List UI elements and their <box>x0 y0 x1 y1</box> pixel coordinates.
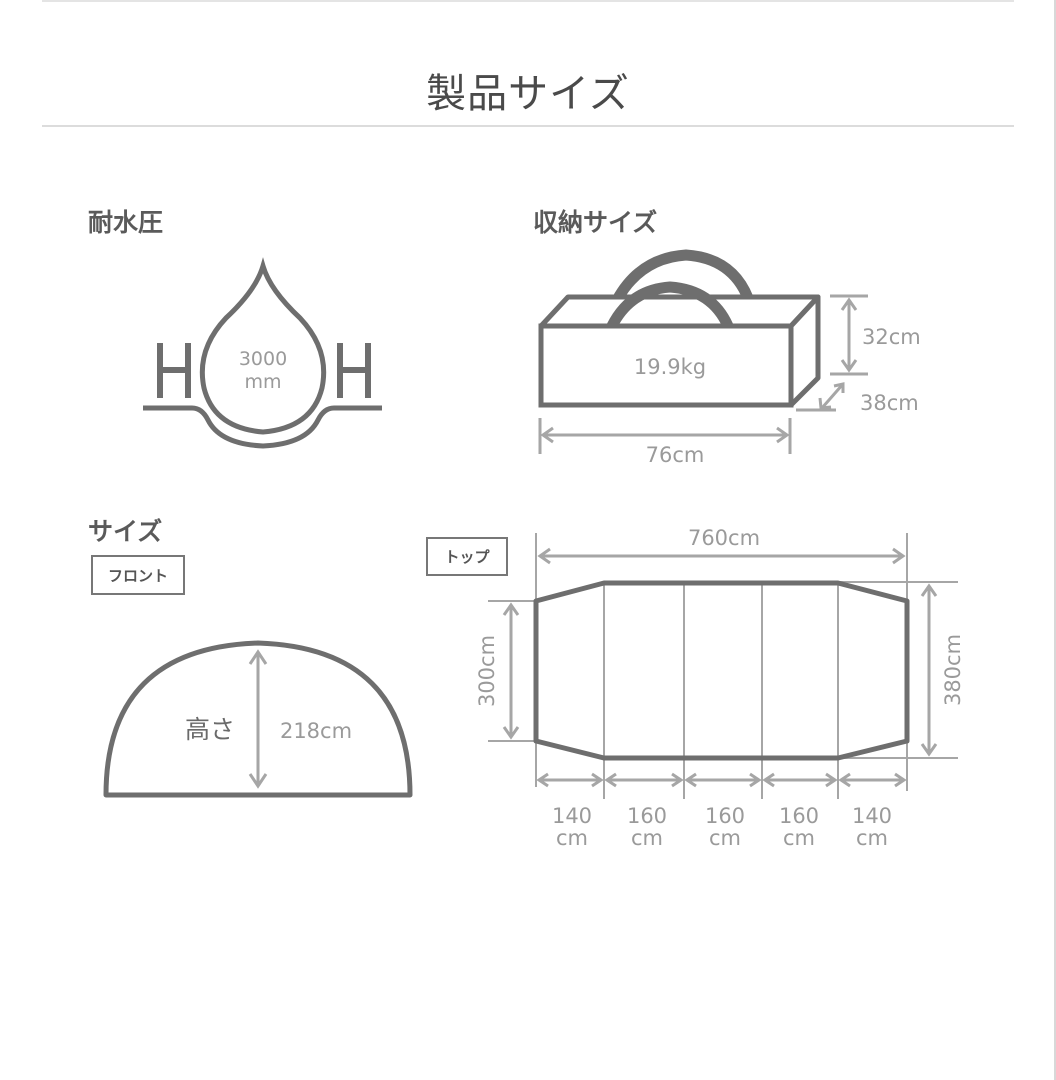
page-title: 製品サイズ <box>426 70 630 117</box>
front-height-value: 218cm <box>280 719 352 743</box>
segment-labels: 140 cm 160 cm 160 cm 160 cm 140 cm <box>552 804 892 850</box>
segment-unit: cm <box>856 826 888 850</box>
segment-unit: cm <box>783 826 815 850</box>
front-height-label: 高さ <box>185 715 235 744</box>
front-view-tag: フロント <box>91 555 185 595</box>
top-view-tag: トップ <box>426 537 508 576</box>
water-resistance-label: 耐水圧 <box>88 208 164 237</box>
segment-unit: cm <box>709 826 741 850</box>
segment-unit: cm <box>631 826 663 850</box>
segment-value: 160 <box>627 804 667 828</box>
h-glyph-right <box>337 343 371 398</box>
water-resistance-value: 3000 <box>239 348 287 370</box>
top-divider <box>42 0 1014 2</box>
segment-value: 160 <box>705 804 745 828</box>
storage-width: 76cm <box>646 443 705 467</box>
storage-height: 32cm <box>862 325 921 349</box>
storage-weight: 19.9kg <box>634 355 706 379</box>
h-glyph-left <box>157 343 191 398</box>
segment-value: 160 <box>779 804 819 828</box>
title-divider <box>42 125 1014 127</box>
water-resistance-unit: mm <box>244 371 281 393</box>
segment-unit: cm <box>556 826 588 850</box>
top-max-width: 380cm <box>941 634 965 706</box>
segment-value: 140 <box>852 804 892 828</box>
right-edge-border <box>1054 0 1056 1080</box>
segment-value: 140 <box>552 804 592 828</box>
size-label: サイズ <box>88 517 163 546</box>
storage-depth: 38cm <box>860 391 919 415</box>
top-total-length: 760cm <box>688 526 760 550</box>
storage-size-label: 収納サイズ <box>533 208 658 237</box>
top-end-width: 300cm <box>475 635 499 707</box>
